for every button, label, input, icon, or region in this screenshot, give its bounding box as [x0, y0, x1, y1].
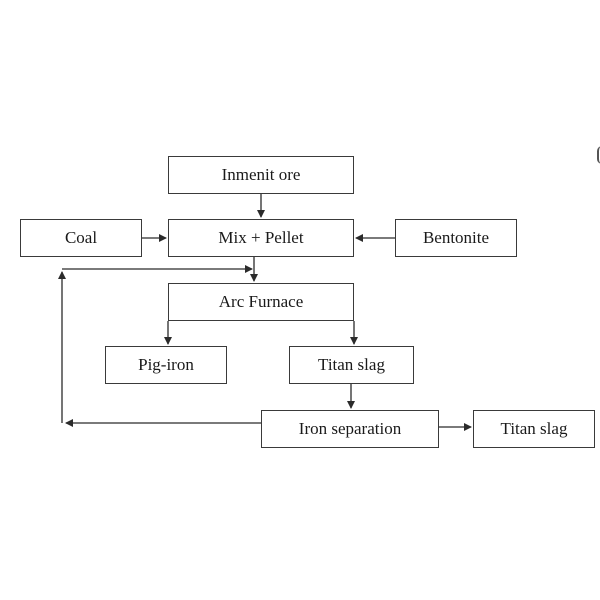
node-coal: Coal: [20, 219, 142, 257]
node-titan-slag-output: Titan slag: [473, 410, 595, 448]
node-pig-iron: Pig-iron: [105, 346, 227, 384]
node-inmenit-ore: Inmenit ore: [168, 156, 354, 194]
node-label: Iron separation: [298, 419, 402, 438]
node-label: Titan slag: [500, 419, 568, 438]
node-label: Mix + Pellet: [218, 228, 304, 247]
node-mix-pellet: Mix + Pellet: [168, 219, 354, 257]
node-iron-separation: Iron separation: [261, 410, 439, 448]
node-label: Pig-iron: [138, 355, 194, 374]
node-label: Arc Furnace: [218, 292, 304, 311]
edge-artifact: [597, 146, 600, 164]
node-label: Inmenit ore: [221, 165, 301, 184]
node-arc-furnace: Arc Furnace: [168, 283, 354, 321]
node-label: Coal: [64, 228, 98, 247]
node-titan-slag: Titan slag: [289, 346, 414, 384]
node-label: Bentonite: [422, 228, 490, 247]
node-label: Titan slag: [318, 355, 385, 374]
node-bentonite: Bentonite: [395, 219, 517, 257]
